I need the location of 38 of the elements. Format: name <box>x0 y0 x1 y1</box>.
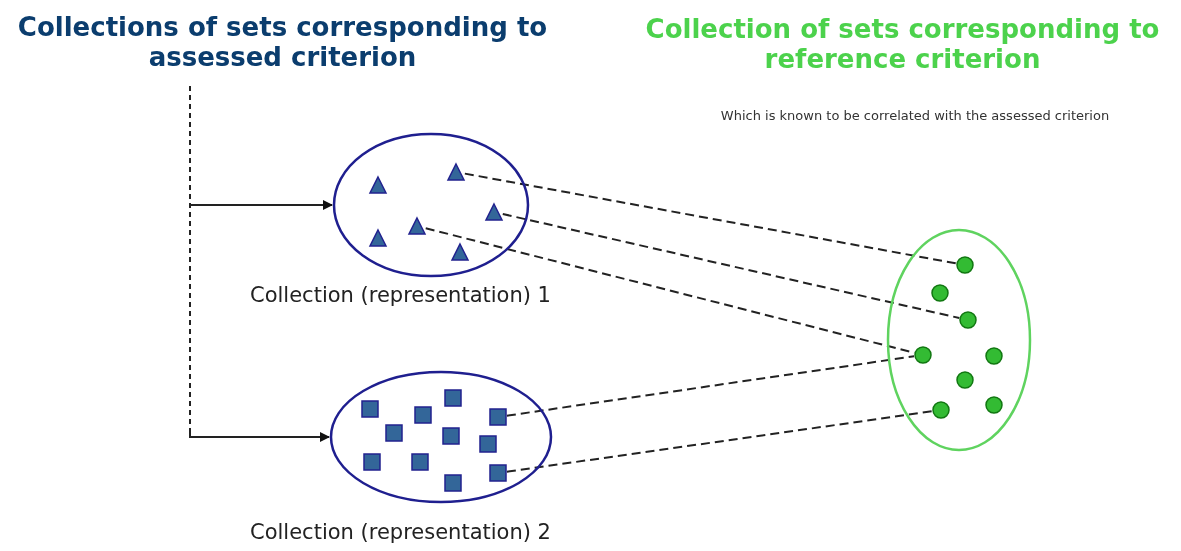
triangle-marker <box>447 163 465 181</box>
circle-marker <box>959 311 977 329</box>
collection-label: Collection (representation) 2 <box>250 520 551 544</box>
set-ellipse <box>332 132 530 278</box>
square-marker <box>444 474 462 492</box>
arrow <box>189 85 330 442</box>
circle-marker <box>985 347 1003 365</box>
square-marker <box>444 389 462 407</box>
circle-marker <box>956 256 974 274</box>
square-marker <box>489 464 507 482</box>
connector-line <box>505 355 916 417</box>
collection-label: Collection (representation) 1 <box>250 283 551 307</box>
triangle-marker <box>485 203 503 221</box>
connector-line <box>505 410 934 473</box>
heading: Collections of sets corresponding to assessed criterion <box>16 12 549 72</box>
set-ellipse <box>886 228 1032 452</box>
connector-line <box>501 213 961 319</box>
circle-marker <box>914 346 932 364</box>
set-ellipse <box>329 370 553 504</box>
triangle-marker <box>369 176 387 194</box>
note: Which is known to be correlated with the assessed criterion <box>719 108 1111 123</box>
circle-marker <box>985 396 1003 414</box>
square-marker <box>489 408 507 426</box>
square-marker <box>385 424 403 442</box>
triangle-marker <box>451 243 469 261</box>
circle-marker <box>932 401 950 419</box>
circle-marker <box>956 371 974 389</box>
connector-line <box>463 172 958 265</box>
heading: Collection of sets corresponding to reference criterion <box>644 14 1161 74</box>
square-marker <box>414 406 432 424</box>
triangle-marker <box>369 229 387 247</box>
square-marker <box>363 453 381 471</box>
square-marker <box>442 427 460 445</box>
circle-marker <box>931 284 949 302</box>
square-marker <box>411 453 429 471</box>
square-marker <box>361 400 379 418</box>
triangle-marker <box>408 217 426 235</box>
square-marker <box>479 435 497 453</box>
